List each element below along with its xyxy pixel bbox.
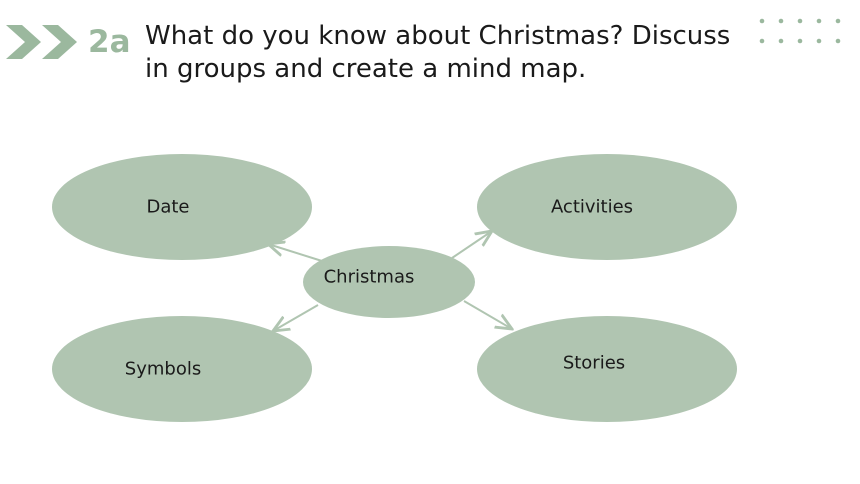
connector-activities <box>451 231 492 259</box>
node-activities-label: Activities <box>551 197 633 218</box>
connector-stories <box>463 300 512 329</box>
double-chevron-right-icon <box>6 25 77 59</box>
node-symbols-label: Symbols <box>125 359 201 380</box>
connector-symbols <box>273 304 319 331</box>
decorative-dots-icon <box>759 18 841 44</box>
node-stories-label: Stories <box>563 353 625 374</box>
node-date-label: Date <box>146 197 189 218</box>
node-activities: Activities <box>477 154 737 260</box>
task-number: 2a <box>88 24 131 60</box>
connector-date <box>268 244 323 262</box>
node-date: Date <box>52 154 312 260</box>
instruction-text: What do you know about Christmas? Discus… <box>145 21 731 84</box>
node-christmas-label: Christmas <box>324 267 415 288</box>
node-christmas: Christmas <box>303 246 475 318</box>
node-stories: Stories <box>477 316 737 422</box>
node-symbols: Symbols <box>52 316 312 422</box>
